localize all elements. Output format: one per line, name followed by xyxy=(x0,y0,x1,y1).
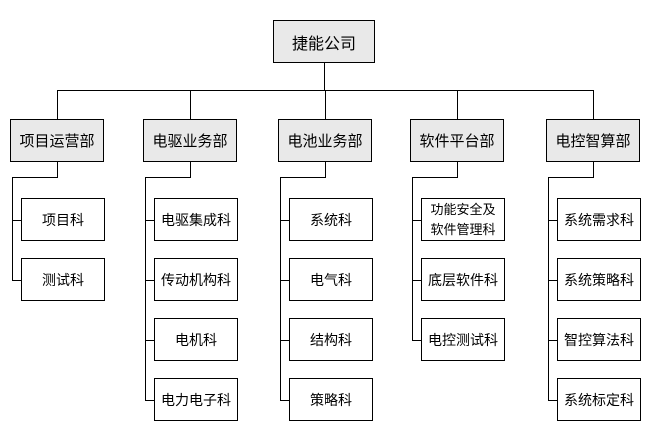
connector-stub-4-3 xyxy=(412,340,421,341)
connector-dept-stem-5 xyxy=(593,162,594,178)
connector-spine-5 xyxy=(548,177,549,401)
child-node-4-1: 功能安全及 软件管理科 xyxy=(421,198,505,241)
connector-stub-4-2 xyxy=(412,280,421,281)
connector-dept-drop-3 xyxy=(325,90,326,120)
connector-dept-stem-1 xyxy=(57,162,58,178)
connector-stub-5-4 xyxy=(548,400,557,401)
connector-stub-1-2 xyxy=(12,280,21,281)
connector-stub-2-4 xyxy=(145,400,154,401)
connector-dept-elbow-3 xyxy=(280,177,326,178)
child-node-1-1: 项目科 xyxy=(21,198,105,241)
dept-node-1: 项目运营部 xyxy=(10,119,104,162)
connector-dept-stem-3 xyxy=(325,162,326,178)
child-node-2-2: 传动机构科 xyxy=(154,258,238,301)
child-node-5-2: 系统策略科 xyxy=(557,258,641,301)
dept-node-5: 电控智算部 xyxy=(546,119,640,162)
connector-dept-drop-1 xyxy=(57,90,58,120)
connector-dept-elbow-5 xyxy=(548,177,594,178)
connector-stub-3-3 xyxy=(280,340,289,341)
connector-dept-drop-2 xyxy=(190,90,191,120)
child-node-5-1: 系统需求科 xyxy=(557,198,641,241)
dept-node-2: 电驱业务部 xyxy=(143,119,237,162)
connector-dept-drop-5 xyxy=(593,90,594,120)
dept-node-3: 电池业务部 xyxy=(278,119,372,162)
connector-spine-4 xyxy=(412,177,413,341)
child-node-2-3: 电机科 xyxy=(154,318,238,361)
connector-spine-1 xyxy=(12,177,13,281)
connector-dept-drop-4 xyxy=(457,90,458,120)
connector-stub-1-1 xyxy=(12,220,21,221)
connector-stub-5-1 xyxy=(548,220,557,221)
connector-spine-3 xyxy=(280,177,281,401)
child-node-3-4: 策略科 xyxy=(289,378,373,421)
connector-dept-elbow-1 xyxy=(12,177,58,178)
connector-dept-elbow-4 xyxy=(412,177,458,178)
root-node: 捷能公司 xyxy=(273,20,375,63)
child-node-3-2: 电气科 xyxy=(289,258,373,301)
connector-stub-4-1 xyxy=(412,220,421,221)
child-node-2-1: 电驱集成科 xyxy=(154,198,238,241)
child-node-3-1: 系统科 xyxy=(289,198,373,241)
connector-stub-3-4 xyxy=(280,400,289,401)
child-node-1-2: 测试科 xyxy=(21,258,105,301)
child-node-5-4: 系统标定科 xyxy=(557,378,641,421)
connector-dept-elbow-2 xyxy=(145,177,191,178)
connector-stub-5-3 xyxy=(548,340,557,341)
child-node-4-2: 底层软件科 xyxy=(421,258,505,301)
child-node-2-4: 电力电子科 xyxy=(154,378,238,421)
connector-stub-2-2 xyxy=(145,280,154,281)
connector-spine-2 xyxy=(145,177,146,401)
child-node-4-3: 电控测试科 xyxy=(421,318,505,361)
connector-dept-stem-2 xyxy=(190,162,191,178)
connector-stub-3-1 xyxy=(280,220,289,221)
connector-stub-2-3 xyxy=(145,340,154,341)
connector-dept-stem-4 xyxy=(457,162,458,178)
connector-stub-2-1 xyxy=(145,220,154,221)
child-node-5-3: 智控算法科 xyxy=(557,318,641,361)
connector-stub-3-2 xyxy=(280,280,289,281)
connector-root-drop xyxy=(324,63,325,91)
dept-node-4: 软件平台部 xyxy=(410,119,504,162)
connector-stub-5-2 xyxy=(548,280,557,281)
child-node-3-3: 结构科 xyxy=(289,318,373,361)
